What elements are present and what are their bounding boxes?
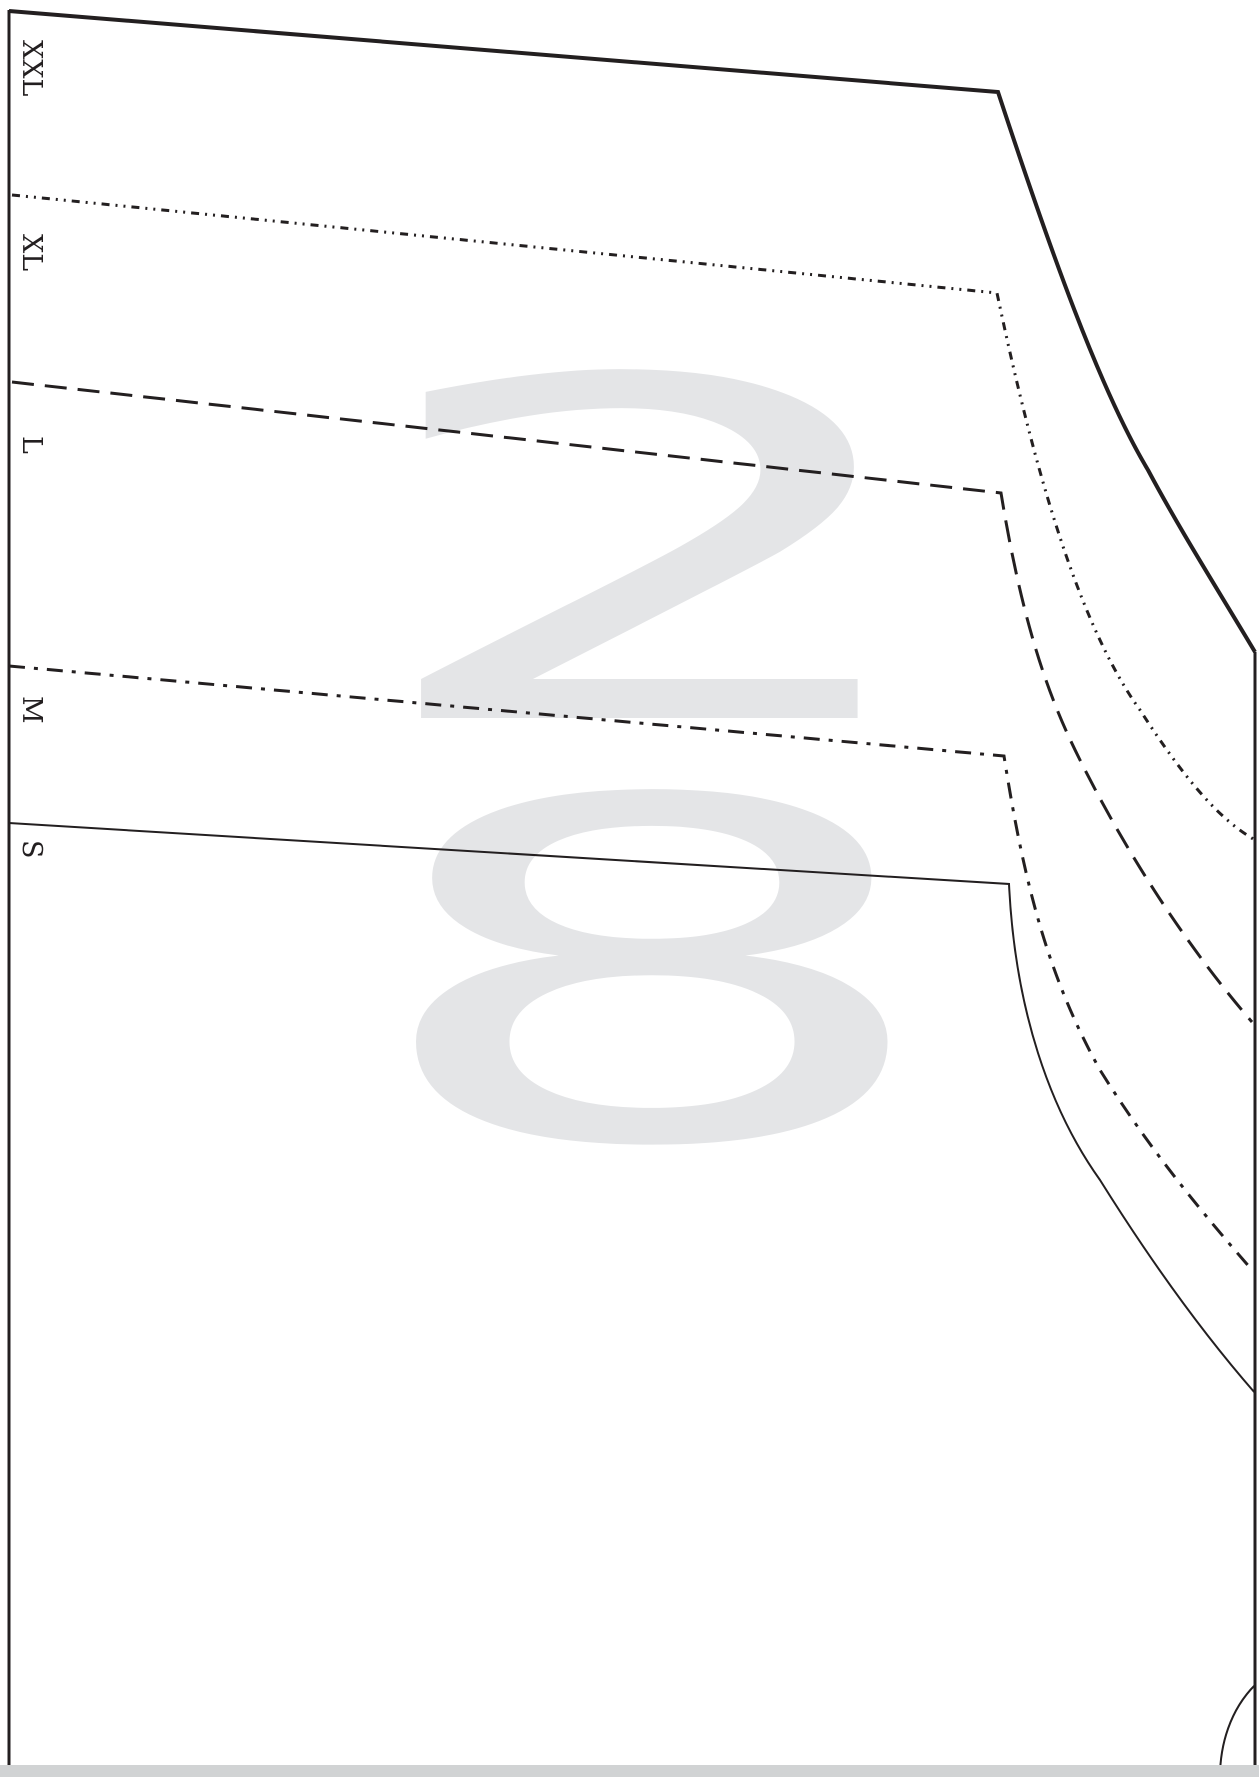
placement-circle-mark: [1219, 1684, 1256, 1777]
cutting-line-l: [11, 380, 1254, 1023]
cutting-line-m: [8, 664, 1254, 1271]
bottom-margin-band: [0, 1765, 1259, 1777]
size-label-l: L: [16, 436, 47, 454]
size-label-xxl: XXL: [16, 40, 47, 96]
cutting-line-xxl: [8, 9, 1257, 654]
page-number-digit-8: 8: [352, 702, 952, 1249]
page-number-digit-2: 2: [352, 282, 952, 829]
page-number-watermark: 2 8: [352, 282, 952, 1249]
size-label-xl: XL: [16, 234, 47, 271]
size-label-m: M: [16, 696, 47, 724]
cutting-line-s: [8, 822, 1256, 1394]
size-label-s: S: [16, 840, 47, 859]
size-labels: XXL XL L M S: [16, 40, 47, 859]
